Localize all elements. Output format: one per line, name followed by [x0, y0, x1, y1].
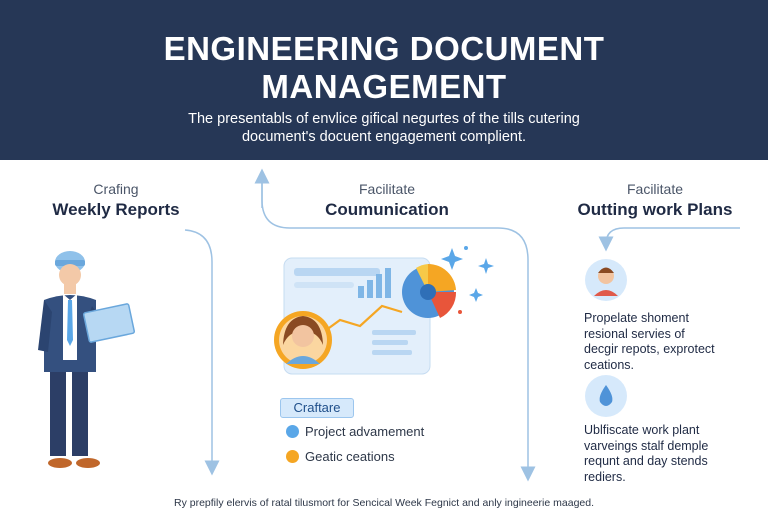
title-line-2: MANAGEMENT: [261, 68, 507, 105]
footer-caption: Ry prepfily elervis of ratal tilusmort f…: [174, 497, 594, 509]
page-title: ENGINEERING DOCUMENT MANAGEMENT: [0, 30, 768, 106]
blue-dot-icon: [286, 425, 299, 438]
text-line: Ublfiscate work plant: [584, 423, 700, 437]
orange-dot-icon: [286, 450, 299, 463]
subtitle-line-2: document's docuent engagement complient.: [241, 129, 527, 145]
column-center-kicker: Facilitate: [358, 181, 416, 197]
sparkle-icon: [441, 248, 463, 270]
right-text-block-2: Ublfiscate work plant varveings stalf de…: [584, 423, 744, 485]
connector-center-up: [261, 180, 536, 482]
man-avatar: [585, 259, 627, 301]
text-line: rediers.: [584, 469, 626, 484]
text-line: Propelate shoment: [584, 311, 689, 325]
legend-chip: Craftare: [280, 398, 354, 418]
legend-label-creations: Geatic ceations: [305, 449, 395, 464]
right-text-block-1: Propelate shoment resional servies of de…: [584, 311, 744, 373]
engineer-illustration: [38, 251, 135, 468]
column-right-title: Outting work Plans: [577, 200, 733, 219]
header-banner: ENGINEERING DOCUMENT MANAGEMENT The pres…: [0, 0, 768, 160]
column-center-heading: Facilitate Coumunication: [300, 180, 474, 222]
connector-right: [598, 227, 740, 252]
title-line-1: ENGINEERING DOCUMENT: [163, 30, 605, 67]
column-left-kicker: Crafing: [93, 181, 139, 197]
connector-left: [184, 229, 220, 476]
column-right-heading: Facilitate Outting work Plans: [570, 180, 740, 222]
connector-lines: [184, 168, 740, 482]
column-center-title: Coumunication: [325, 200, 449, 219]
mini-bar-chart: [358, 268, 391, 298]
text-line: decgir repots, exprotect: [584, 342, 715, 356]
legend-label-project: Project advamement: [305, 424, 425, 439]
column-left-title: Weekly Reports: [52, 200, 180, 219]
trend-line: [317, 304, 403, 337]
legend-item-creations: Geatic ceations: [286, 449, 395, 465]
text-line: ceations.: [584, 357, 635, 372]
woman-avatar: [274, 311, 332, 369]
sparkle-icon: [478, 258, 494, 274]
subtitle-line-1: The presentabls of envlice gifical negur…: [188, 111, 580, 127]
column-left-heading: Crafing Weekly Reports: [40, 180, 192, 222]
text-line: resional servies of: [584, 326, 685, 341]
legend-item-project: Project advamement: [286, 424, 424, 440]
drop-icon: [585, 375, 627, 417]
column-right-kicker: Facilitate: [626, 181, 684, 197]
sparkle-icons: [441, 246, 494, 314]
sparkle-icon: [469, 288, 483, 302]
text-line: varveings stalf demple: [584, 438, 709, 453]
page-subtitle: The presentabls of envlice gifical negur…: [0, 110, 768, 146]
text-line: requnt and day stends: [584, 454, 708, 468]
gear-pie-graphic: [402, 263, 457, 318]
